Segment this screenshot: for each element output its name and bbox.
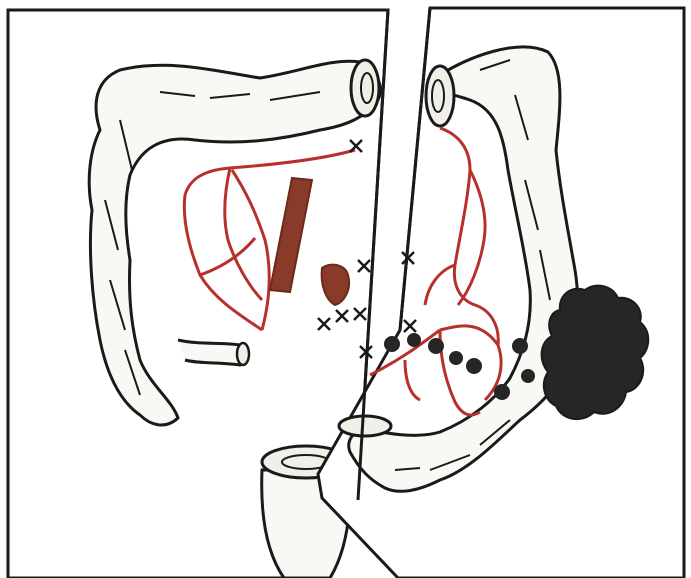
right-colon-cut-end [426, 66, 454, 126]
lymph-node [494, 384, 510, 400]
lymph-node [449, 351, 463, 365]
lymph-node [512, 338, 528, 354]
left-small-bowel-cut-end [237, 343, 249, 365]
lymph-node [521, 369, 535, 383]
left-transverse-cut-end [351, 60, 379, 116]
lymph-node [384, 336, 400, 352]
right-rectum-cut-end [339, 416, 391, 436]
lymph-node [407, 333, 421, 347]
lymph-node [466, 358, 482, 374]
lymph-node [428, 338, 444, 354]
